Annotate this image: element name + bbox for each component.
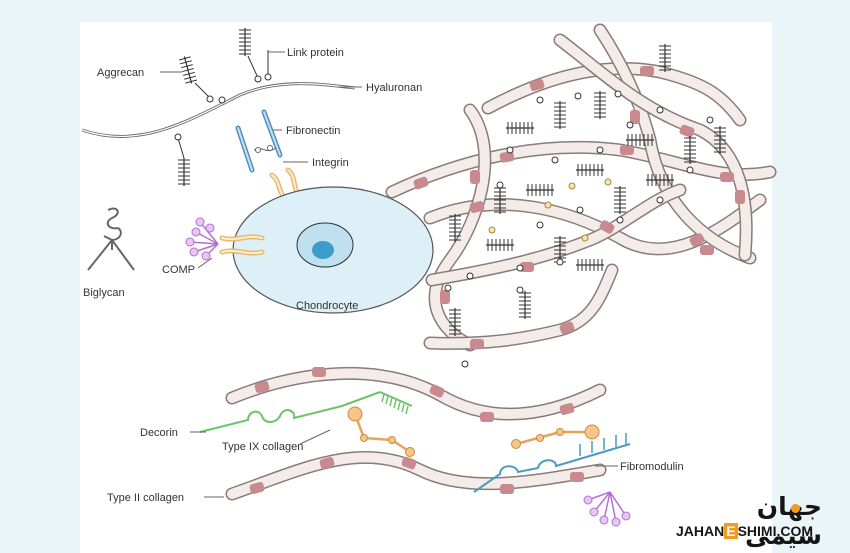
hyaluronan-aggregate [81,27,356,187]
label-link-protein: Link protein [287,47,344,59]
label-biglycan: Biglycan [83,287,125,299]
decorin-molecule [199,391,413,433]
label-chondrocyte: Chondrocyte [296,300,358,312]
fibromodulin-molecule [473,443,631,493]
logo-en-e: E [724,523,738,539]
label-type-ix-collagen: Type IX collagen [222,441,303,453]
logo-en-a: JAHAN [676,523,725,539]
type-ix-collagen-2 [511,424,600,449]
logo-dot-icon [791,504,800,513]
bottom-fibrils [225,366,607,501]
comp-molecule-bottom [583,491,631,527]
label-decorin: Decorin [140,427,178,439]
label-hyaluronan: Hyaluronan [366,82,422,94]
integrin-left [219,234,265,256]
type-ix-collagen [347,406,415,457]
fibronectin [235,109,283,173]
label-aggrecan: Aggrecan [97,67,144,79]
label-fibronectin: Fibronectin [286,125,340,137]
chondrocyte-cell [232,186,434,314]
logo-persian-text: جهان شیمی [745,492,822,550]
label-integrin: Integrin [312,157,349,169]
collagen-network [385,23,777,368]
label-fibromodulin: Fibromodulin [620,461,684,473]
logo-en-b: SHIMI.COM [737,523,814,539]
decorin-tail [381,393,409,415]
fibromodulin-spikes [579,433,627,456]
comp-molecule [185,217,219,261]
biglycan-molecule [87,207,135,271]
label-type-ii-collagen: Type II collagen [107,492,184,504]
label-comp: COMP [162,264,195,276]
